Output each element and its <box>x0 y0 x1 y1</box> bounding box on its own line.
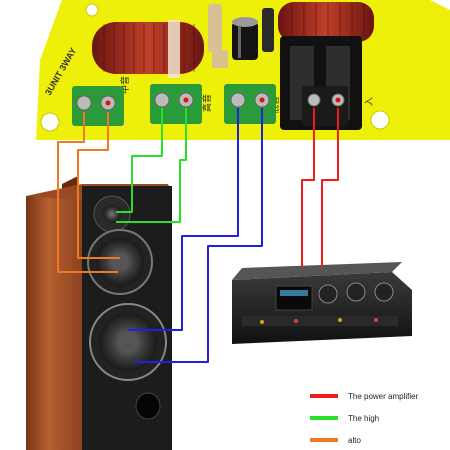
amplifier-knob <box>347 283 365 301</box>
terminal-red-dot <box>260 98 265 103</box>
amplifier-knob <box>319 285 337 303</box>
terminal-input <box>302 86 348 126</box>
resistor <box>212 50 228 68</box>
screw-terminal <box>77 96 91 110</box>
mid-woofer <box>88 230 152 294</box>
board-mount-hole <box>371 111 389 129</box>
board-mount-hole <box>86 4 98 16</box>
amplifier-knob <box>375 283 393 301</box>
speaker-cabinet <box>26 176 172 450</box>
legend-entry: The high <box>310 414 379 423</box>
terminal-block-mid <box>72 86 124 126</box>
legend-label: The power amplifier <box>348 392 419 401</box>
tweeter <box>94 196 130 232</box>
board-label-input: 入 <box>364 97 374 106</box>
legend-entry: The power amplifier <box>310 392 419 401</box>
terminal-red-dot <box>184 98 189 103</box>
terminal-red-dot <box>336 98 341 103</box>
screw-terminal <box>231 93 245 107</box>
capacitor <box>232 17 258 60</box>
amplifier-display <box>276 286 312 310</box>
bass-woofer <box>90 304 166 380</box>
terminal-red-dot <box>106 101 111 106</box>
legend-label: alto <box>348 436 361 445</box>
board-label-high: 高音 <box>201 94 212 112</box>
terminal-block-low <box>224 84 276 124</box>
bass-port <box>136 393 160 419</box>
board-mount-hole <box>41 113 59 131</box>
legend-entry: alto <box>310 436 361 445</box>
resistor <box>208 4 222 52</box>
capacitor-slim <box>262 8 274 52</box>
screw-terminal <box>308 94 320 106</box>
cabinet-side <box>26 196 82 450</box>
legend-label: The high <box>348 414 379 423</box>
power-amplifier <box>232 262 412 344</box>
screw-terminal <box>155 93 169 107</box>
terminal-block-high <box>150 84 202 124</box>
inductor-coil-left <box>92 20 204 78</box>
